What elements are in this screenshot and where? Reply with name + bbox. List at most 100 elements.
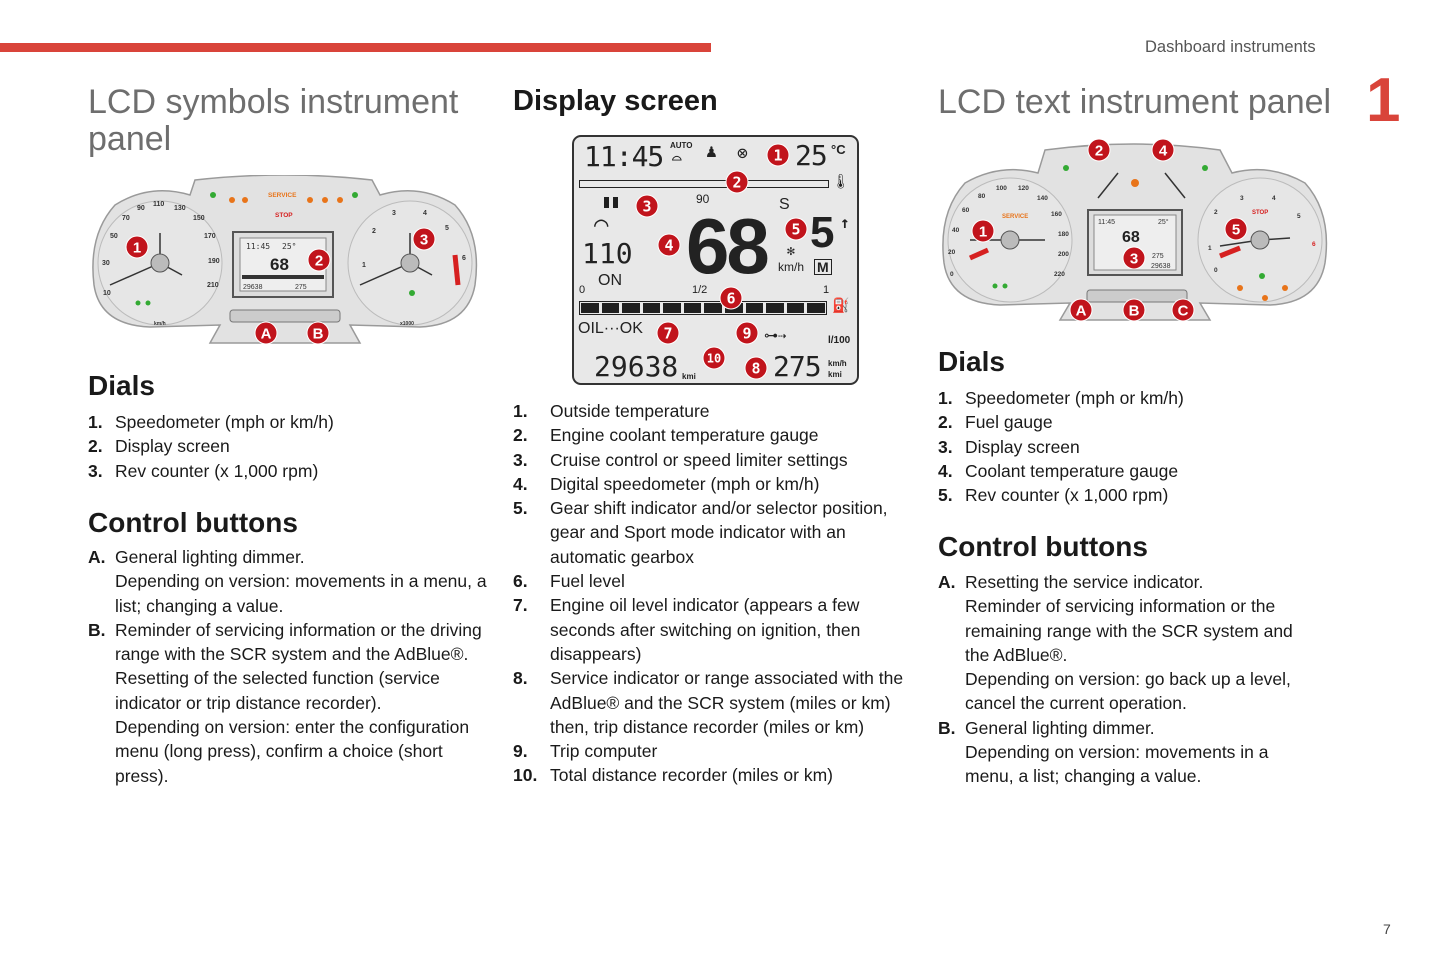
item-text: Outside temperature (550, 401, 710, 421)
callout-a: A (254, 321, 278, 345)
speed-tick: 170 (204, 233, 216, 240)
item-text: Engine coolant temperature gauge (550, 425, 819, 446)
lcd-temp: 25° (1158, 218, 1169, 226)
callout-2: 2 (307, 248, 331, 272)
fuel-full-label: 1 (823, 284, 830, 296)
item-text: Total distance recorder (miles or km) (550, 765, 833, 786)
speed-tick: 50 (110, 233, 118, 240)
callout-5: 5 (1224, 217, 1248, 241)
chapter-number: 1 (1366, 66, 1401, 135)
speed-tick: 140 (1037, 195, 1048, 202)
service-label: SERVICE (1002, 214, 1028, 220)
fuel-segment (786, 303, 805, 313)
lcd-trip: 275 (1152, 253, 1164, 260)
stop-label: STOP (275, 212, 293, 219)
list-item: B.General lighting dimmer.Depending on v… (938, 717, 1269, 787)
speed-tick: 40 (952, 227, 960, 234)
item-number: 4. (938, 460, 953, 481)
odometer-unit: kmi (682, 372, 696, 381)
speed-tick: 70 (122, 215, 130, 222)
display-screen-illustration: 11:45 AUTO ⌓ ♟ ⊗ 25 °C 🌡 90 ◠ 110 ON S 6… (572, 135, 859, 385)
limiter-speed: 110 (582, 237, 633, 270)
fuel-segment (642, 303, 661, 313)
rev-tick: 5 (445, 225, 449, 232)
lcd-symbols-panel-illustration: 11:45 25° 68 29638 275 SERVICE STOP 10 3… (90, 174, 480, 350)
item-number: 9. (513, 741, 528, 762)
list-item: 3.Display screen (938, 435, 1318, 459)
gauge-mark: 90 (696, 192, 710, 206)
rev-tick: 5 (1297, 213, 1301, 220)
fuel-segment (807, 303, 825, 313)
digital-speed: 68 (686, 202, 770, 290)
callout-8: 8 (744, 356, 768, 380)
right-dials-heading: Dials (938, 346, 1005, 377)
fuel-segment (745, 303, 764, 313)
list-item: A.General lighting dimmer.Depending on v… (88, 547, 487, 616)
fuel-segment (622, 303, 640, 313)
item-number: 10. (513, 765, 538, 786)
fuel-pump-icon: ⛽ (832, 298, 850, 314)
rev-tick: 3 (392, 210, 396, 217)
speed-tick: 120 (1018, 185, 1029, 192)
oil-level: OIL···OK (578, 320, 643, 337)
item-number: 1. (513, 401, 528, 421)
lcd-text-panel-illustration: 11:45 25° 68 275 29638 SERVICE STOP 0 20… (940, 138, 1330, 328)
speed-tick: 10 (103, 290, 111, 297)
item-text: Speedometer (mph or km/h) (965, 388, 1184, 408)
trip-car-icon: ⊶⇢ (764, 328, 787, 344)
callout-3: 3 (412, 227, 436, 251)
item-text: Rev counter (x 1,000 rpm) (965, 485, 1169, 506)
list-item: 9.Trip computer (513, 739, 905, 763)
wiper-icon: ⌓ (672, 149, 682, 168)
page-number: 7 (1383, 921, 1391, 937)
lcd-speed: 68 (270, 255, 289, 274)
cruise-speedometer-icon: ◠ (594, 211, 609, 239)
speed-units: km/h (154, 321, 166, 327)
left-controls-heading: Control buttons (88, 507, 298, 538)
speed-tick: 150 (193, 215, 205, 222)
list-item: 2.Fuel gauge (938, 410, 1318, 434)
speed-tick: 190 (208, 258, 220, 265)
manual-mode: M (814, 259, 832, 275)
callout-1: 1 (766, 143, 790, 167)
clock: 11:45 (584, 140, 664, 173)
list-item: 8. Service indicator or range associated … (513, 666, 905, 739)
list-item: 3.Cruise control or speed limiter settin… (513, 448, 905, 472)
outside-temp: 25 (795, 139, 828, 172)
speed-tick: 30 (102, 260, 110, 267)
item-text: Fuel gauge (965, 412, 1053, 433)
fuel-half-label: 1/2 (692, 284, 708, 296)
item-number: 1. (938, 388, 953, 408)
seatbelt-icon: ♟ (706, 141, 717, 162)
list-item: 5.Gear shift indicator and/or selector p… (513, 496, 905, 569)
rev-tick: 4 (423, 210, 427, 217)
lcd-odo: 29638 (243, 284, 263, 291)
list-item: A.Resetting the service indicator.Remind… (938, 572, 1293, 714)
rev-tick: 1 (362, 262, 366, 269)
coolant-gauge (579, 180, 829, 188)
range-unit-1: km/h (828, 359, 847, 368)
speed-tick: 90 (137, 205, 145, 212)
item-number: 7. (513, 595, 528, 616)
item-text: Engine oil level indicator (appears a fe… (550, 595, 861, 664)
speed-unit: km/h (778, 260, 805, 274)
fuel-segment (601, 303, 620, 313)
lcd-time: 11:45 (1098, 219, 1115, 226)
temp-unit: °C (831, 142, 846, 157)
fuel-segment (683, 303, 702, 313)
rev-tick: 2 (1214, 209, 1218, 216)
lcd-odo: 29638 (1151, 263, 1171, 270)
rev-units: x1000 (400, 321, 414, 327)
item-number: 8. (513, 668, 528, 689)
lcd-speed: 68 (1122, 229, 1140, 246)
odometer: 29638 (594, 350, 679, 383)
lcd-trip: 275 (295, 284, 307, 291)
left-controls-list: A.General lighting dimmer.Depending on v… (88, 545, 488, 788)
speed-tick: 130 (174, 205, 186, 212)
speed-tick: 80 (978, 193, 986, 200)
fuel-segment (581, 303, 599, 313)
speed-tick: 180 (1058, 231, 1069, 238)
range: 275 (773, 350, 822, 383)
item-text: Service indicator or range associated wi… (550, 668, 904, 737)
callout-1: 1 (971, 219, 995, 243)
